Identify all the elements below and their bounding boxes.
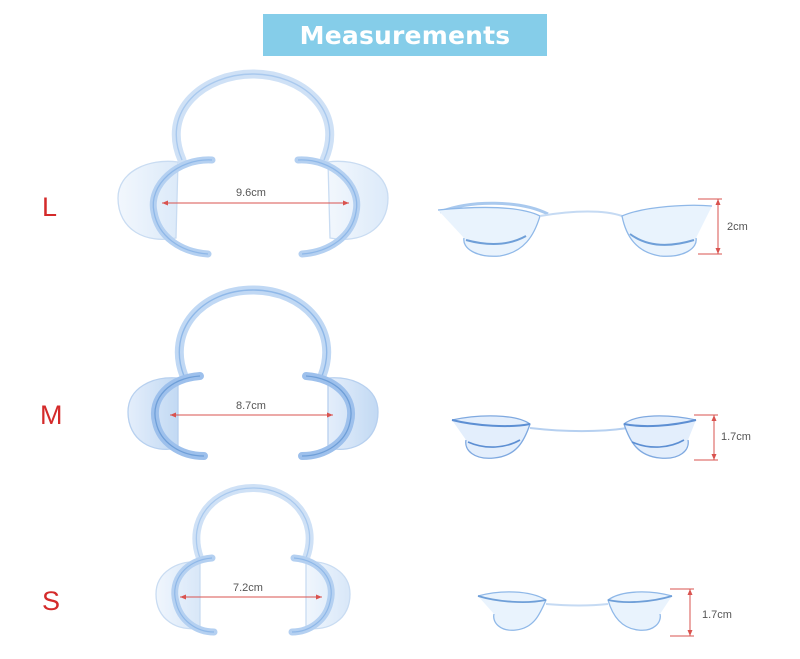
medium-width-label: 8.7cm — [236, 400, 266, 412]
large-height-label: 2cm — [727, 221, 748, 233]
large-height-dimension — [698, 198, 722, 255]
medium-retractor-front-view — [127, 285, 379, 460]
title-banner: Measurements — [263, 14, 547, 56]
small-height-label: 1.7cm — [702, 609, 732, 621]
small-width-dimension — [180, 594, 322, 600]
small-height-dimension — [670, 588, 694, 637]
small-retractor-side-view — [477, 591, 673, 631]
medium-width-dimension — [170, 412, 333, 418]
large-width-dimension — [162, 200, 349, 206]
size-label-medium: M — [40, 400, 63, 430]
small-retractor-front-view — [155, 483, 351, 636]
large-width-label: 9.6cm — [236, 187, 266, 199]
medium-height-label: 1.7cm — [721, 431, 751, 443]
large-retractor-front-view — [117, 69, 389, 258]
medium-retractor-side-view — [451, 415, 697, 459]
medium-height-dimension — [694, 414, 718, 461]
size-label-small: S — [42, 586, 61, 616]
large-retractor-side-view — [437, 201, 713, 257]
page-title: Measurements — [299, 20, 511, 50]
size-label-large: L — [42, 192, 58, 222]
small-width-label: 7.2cm — [233, 582, 263, 594]
